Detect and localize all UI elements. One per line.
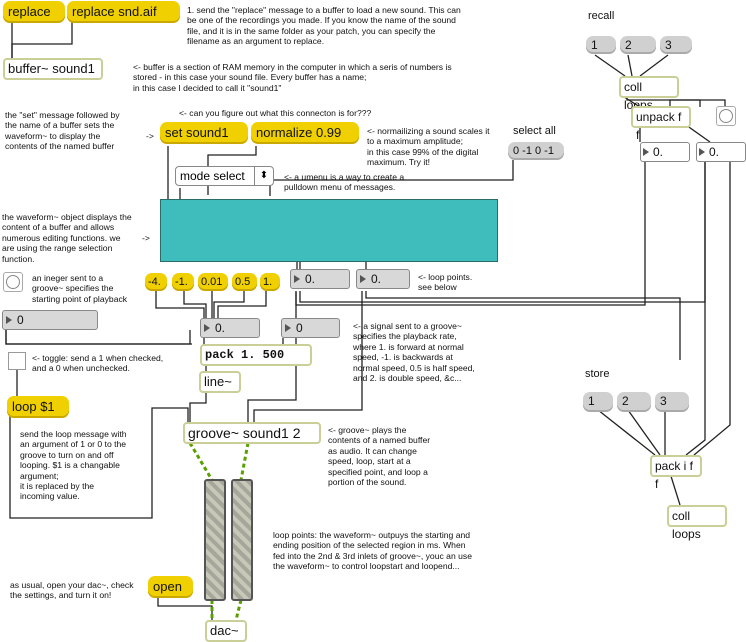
open-message[interactable]: open	[148, 576, 193, 598]
rate-preset-message[interactable]: 0.01	[198, 273, 228, 291]
coll-recall-object[interactable]: coll loops	[619, 76, 679, 112]
loop-points-explanation: loop points: the waveform~ outpuys the s…	[273, 530, 472, 572]
set-comment: the "set" message followed by the name o…	[5, 110, 120, 152]
start-point-comment: an ineger sent to a groove~ specifies th…	[32, 273, 128, 304]
buffer-comment: <- buffer is a section of RAM memory in …	[133, 62, 452, 93]
normalize-comment: <- normailizing a sound scales it to a m…	[367, 126, 490, 168]
mode-select-menu[interactable]: mode select ⬍	[175, 166, 274, 186]
rate-preset-message[interactable]: -1.	[172, 273, 194, 291]
store-label: store	[585, 368, 610, 380]
coll-store-object[interactable]: coll loops	[667, 505, 727, 541]
dac-comment: as usual, open your dac~, check the sett…	[10, 580, 134, 601]
menu-arrows-icon: ⬍	[254, 167, 273, 185]
store-2-button[interactable]: 2	[617, 392, 651, 412]
store-1-button[interactable]: 1	[583, 392, 613, 412]
unpack-out1-number[interactable]: 0.	[640, 142, 690, 162]
rate-preset-message[interactable]: 1.	[260, 273, 280, 291]
loop-comment: send the loop message with an argument o…	[20, 429, 127, 502]
select-all-label: select all	[513, 125, 556, 137]
umenu-comment: <- a umenu is a way to create a pulldown…	[284, 172, 405, 193]
connection-comment: <- can you figure out what this connecto…	[179, 108, 372, 118]
dac-object[interactable]: dac~	[205, 620, 247, 642]
rate-preset-message[interactable]: 0.5	[232, 273, 257, 291]
select-all-message[interactable]: 0 -1 0 -1	[508, 142, 564, 160]
start-bang-button[interactable]	[3, 272, 23, 292]
left-gain-slider[interactable]	[204, 479, 226, 601]
buffer-object[interactable]: buffer~ sound1	[3, 58, 103, 80]
pack-rate-object[interactable]: pack 1. 500	[200, 344, 312, 366]
waveform-comment: the waveform~ object displays the conten…	[2, 212, 132, 264]
waveform-comment-arrow: ->	[142, 233, 150, 243]
loop-points-comment: <- loop points. see below	[418, 272, 473, 293]
recall-label: recall	[588, 10, 615, 22]
recall-2-button[interactable]: 2	[620, 36, 656, 54]
set-sound-message[interactable]: set sound1	[160, 122, 248, 144]
loop-toggle[interactable]	[8, 352, 26, 370]
unpack-out2-number[interactable]: 0.	[696, 142, 746, 162]
replace-message[interactable]: replace	[3, 1, 65, 23]
loop-start-number[interactable]: 0.	[290, 269, 350, 289]
replace-file-message[interactable]: replace snd.aif	[67, 1, 180, 23]
start-point-number[interactable]: 0	[2, 310, 98, 330]
loop-message[interactable]: loop $1	[7, 396, 69, 418]
waveform-display[interactable]	[160, 199, 498, 262]
normalize-message[interactable]: normalize 0.99	[251, 122, 359, 144]
recall-3-button[interactable]: 3	[660, 36, 692, 54]
line-object[interactable]: line~	[199, 371, 241, 393]
recall-bang-button[interactable]	[716, 106, 736, 126]
set-comment-arrow: ->	[146, 131, 154, 141]
rate-time-number[interactable]: 0	[281, 318, 340, 338]
pack-store-object[interactable]: pack i f f	[650, 455, 702, 491]
store-3-button[interactable]: 3	[655, 392, 689, 412]
groove-object[interactable]: groove~ sound1 2	[183, 422, 321, 444]
mode-select-label: mode select	[180, 169, 245, 183]
toggle-comment: <- toggle: send a 1 when checked, and a …	[32, 353, 164, 374]
loop-end-number[interactable]: 0.	[356, 269, 410, 289]
rate-comment: <- a signal sent to a groove~ specifies …	[353, 321, 475, 384]
replace-comment: 1. send the "replace" message to a buffe…	[187, 5, 461, 47]
rate-number[interactable]: 0.	[200, 318, 260, 338]
groove-comment: <- groove~ plays the contents of a named…	[328, 425, 431, 488]
right-gain-slider[interactable]	[231, 479, 253, 601]
recall-1-button[interactable]: 1	[586, 36, 616, 54]
unpack-object[interactable]: unpack f f	[631, 106, 691, 142]
rate-preset-message[interactable]: -4.	[145, 273, 167, 291]
